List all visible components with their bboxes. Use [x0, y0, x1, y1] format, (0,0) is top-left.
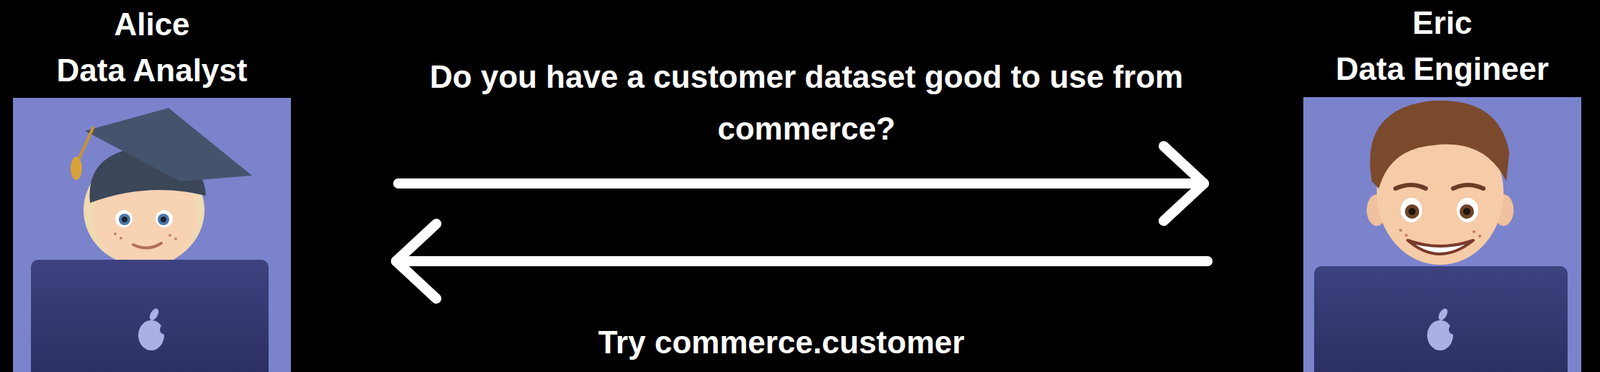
arrow-shaft — [398, 178, 1204, 189]
person-heading: EricData Engineer — [1303, 0, 1582, 93]
message-text: Do you have a customer dataset good to u… — [424, 51, 1189, 155]
person-name: Alice — [113, 1, 190, 48]
person-heading: AliceData Analyst — [12, 0, 291, 94]
avatar-panel — [12, 97, 291, 372]
heading-line: Data Engineer — [1303, 46, 1582, 93]
avatar-panel — [1303, 97, 1582, 372]
arrow-head — [1163, 146, 1204, 222]
arrow-head — [396, 223, 437, 299]
person-role: Data Engineer — [1335, 46, 1549, 93]
person-card: EricData Engineer — [1303, 0, 1582, 372]
heading-line: Eric — [1303, 0, 1582, 47]
arrow-shaft — [396, 256, 1208, 267]
message-label-box: Try commerce.customer — [457, 316, 1106, 369]
heading-line: Alice — [12, 1, 291, 48]
message-arrow — [396, 223, 1208, 299]
heading-line: Data Analyst — [12, 47, 291, 94]
message-label-box: Do you have a customer dataset good to u… — [424, 51, 1189, 155]
person-role: Data Analyst — [56, 47, 248, 94]
message-text: Try commerce.customer — [457, 316, 1106, 369]
person-card: AliceData Analyst — [12, 0, 291, 372]
message-arrow — [398, 146, 1204, 222]
person-name: Eric — [1412, 0, 1472, 47]
